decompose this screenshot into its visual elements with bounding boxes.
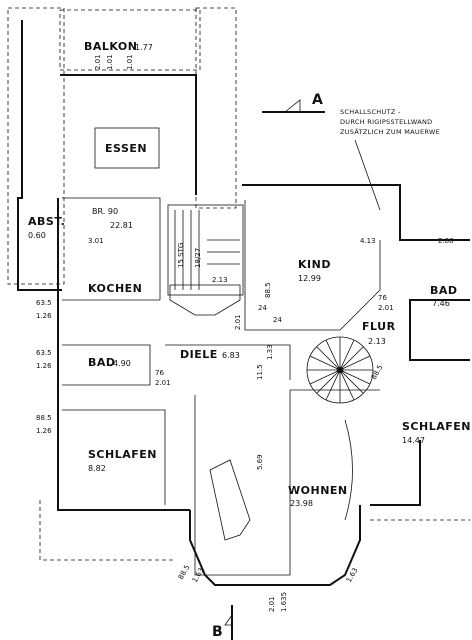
room-abst-area: 0.60: [28, 231, 46, 240]
room-schlafen-right-name: SCHLAFEN: [402, 420, 471, 433]
wall-schlafen-left: [62, 409, 166, 505]
note-line2: DURCH RIGIPSSTELLWAND: [340, 118, 432, 126]
room-abst-name: ABST.: [28, 215, 65, 228]
dim-2: 3.01: [88, 237, 104, 245]
dim-14: 2.01: [268, 596, 276, 612]
wall-bad-left: [62, 344, 151, 386]
dim-6: 1.26: [36, 427, 52, 435]
exterior-wall-north-east: [242, 184, 470, 241]
exterior-wall-left: [17, 20, 62, 291]
dim-27: 2.01: [234, 314, 242, 330]
dim-19: 24: [258, 304, 267, 312]
stair-left: [167, 204, 244, 296]
dim-16: 11.5: [256, 364, 264, 380]
section-a-label: A: [312, 92, 323, 108]
roof-outline-lower-left: [39, 500, 175, 561]
stair-treads: [174, 210, 240, 290]
room-flur-name: FLUR: [362, 320, 396, 333]
room-br-area: 22.81: [110, 221, 133, 230]
stair-area: 2.13: [212, 276, 228, 284]
dim-22: 76: [378, 294, 387, 302]
wohnen-sofa: [209, 459, 251, 541]
roof-outline-top: [59, 9, 201, 71]
dim-10: 1.33: [266, 344, 274, 360]
room-diele-area: 6.83: [222, 351, 240, 360]
room-br-name: BR. 90: [92, 207, 118, 216]
dim-11: 88.5: [177, 563, 192, 581]
room-balkon-area: 1.77: [135, 43, 153, 52]
section-b-label: B: [212, 624, 223, 640]
dim-0: 2.01: [94, 54, 102, 70]
room-bad-right-name: BAD: [430, 284, 458, 297]
dim-1: 1.01: [106, 54, 114, 70]
room-essen-name: ESSEN: [105, 142, 147, 155]
dim-9: 5.69: [256, 454, 264, 470]
dim-26: 1.26: [36, 362, 52, 370]
dim-4: 1.26: [36, 312, 52, 320]
essen-table: [94, 127, 160, 169]
exterior-wall-schlafen-right: [370, 440, 421, 506]
stair-rise: 18/27: [194, 248, 202, 268]
room-schlafen-left-area: 8.82: [88, 464, 106, 473]
stair-landing: [169, 284, 241, 316]
dim-20: 88.5: [264, 282, 272, 298]
room-bad-right-area: 7.46: [432, 299, 450, 308]
wall-diele: [165, 344, 291, 380]
room-flur-area: 2.13: [368, 337, 386, 346]
spiral-treads: [307, 337, 373, 403]
bay-window: [189, 505, 361, 586]
wall-stair-kind: [244, 200, 290, 331]
room-bad-left-name: BAD: [88, 356, 116, 369]
room-wohnen-area: 23.98: [290, 499, 313, 508]
room-kind-name: KIND: [298, 258, 331, 271]
wall-wohnen-left: [194, 390, 291, 576]
room-schlafen-right-area: 14.47: [402, 436, 425, 445]
dim-18: 2.01: [155, 379, 171, 387]
wall-br: [62, 197, 161, 300]
dim-24: 88.5: [370, 363, 385, 381]
dim-5: 88.5: [36, 414, 52, 422]
stair-label: 15 STG: [177, 243, 185, 268]
section-a-arrow: [284, 99, 301, 113]
exterior-wall-essen: [60, 74, 197, 195]
room-kind-area: 12.99: [298, 274, 321, 283]
room-balkon-name: BALKON: [84, 40, 138, 53]
dim-8: 4.13: [360, 237, 376, 245]
dim-28: 1.01: [126, 54, 134, 70]
dim-7: 2.88: [438, 237, 454, 245]
wohnen-arc: [344, 419, 353, 521]
note-line3: ZUSÄTZLICH ZUM MAUERWE: [340, 127, 440, 136]
room-diele-name: DIELE: [180, 348, 218, 361]
dim-25: 63.5: [36, 349, 52, 357]
roof-outline-left: [7, 7, 65, 285]
exterior-wall-west: [57, 198, 190, 511]
dim-23: 2.01: [378, 304, 394, 312]
dim-21: 24: [273, 316, 282, 324]
wall-kind-flur: [290, 240, 381, 331]
room-schlafen-left-name: SCHLAFEN: [88, 448, 157, 461]
dim-17: 76: [155, 369, 164, 377]
room-kochen-name: KOCHEN: [88, 282, 142, 295]
section-b-arrow: [224, 614, 233, 626]
dim-15: 1.635: [280, 592, 288, 612]
dim-3: 63.5: [36, 299, 52, 307]
roof-outline-mid: [195, 7, 237, 209]
exterior-wall-bad-right: [409, 299, 470, 361]
room-wohnen-name: WOHNEN: [288, 484, 348, 497]
room-bad-left-area: 4.90: [113, 359, 131, 368]
note-line1: SCHALLSCHUTZ -: [340, 108, 401, 116]
